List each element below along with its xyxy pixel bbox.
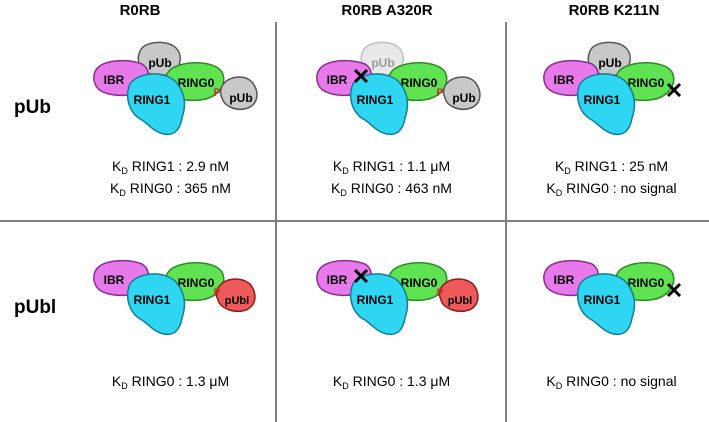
ring1-domain (349, 273, 409, 336)
grid-line-vertical-2 (505, 22, 507, 422)
ring1-domain (349, 73, 409, 136)
row-header-publ: pUbl (14, 297, 57, 318)
ibr-label: IBR (554, 273, 575, 287)
ring0-label: RING0 (628, 276, 665, 290)
ibr-label: IBR (104, 73, 125, 87)
ring1-label: RING1 (134, 293, 171, 307)
ibr-label: IBR (327, 273, 348, 287)
kd-values-publ-a320r: KD RING0 : 1.3 μM (284, 373, 499, 395)
column-header-r0rb: R0RB (119, 2, 161, 19)
kd-line: KD RING1 : 1.1 μM (332, 158, 451, 176)
diagram-pub-a320r: pUbPIBRRING0RING1pUbP (316, 41, 481, 136)
diagram-pub-r0rb: pUbPIBRRING0RING1pUbP (93, 41, 258, 136)
ring0-label: RING0 (401, 76, 438, 90)
kd-line: KD RING0 : 1.3 μM (332, 373, 451, 391)
ring1-domain (576, 273, 636, 336)
ring1-label: RING1 (357, 93, 394, 107)
ring0-label: RING0 (628, 76, 665, 90)
grid-line-horizontal (0, 220, 709, 222)
ring1-label: RING1 (584, 93, 621, 107)
column-header-a320r: R0RB A320R (341, 2, 433, 19)
diagram-pub-k211n: pUbPIBRRING0RING1 (543, 41, 682, 136)
mutation-a320r-cross-icon (353, 268, 369, 284)
pub-bound-ring1-label: pUb (148, 56, 171, 70)
kd-line: KD RING0 : 365 nM (110, 180, 231, 198)
pub-bound-ring0-label: pUb (452, 91, 475, 105)
column-header-k211n: R0RB K211N (568, 2, 660, 19)
pub-bound-ring0-label: pUb (229, 91, 252, 105)
ring1-label: RING1 (357, 293, 394, 307)
phospho-label-ring0-ligand: P (213, 287, 220, 299)
publ-bound-ring0-label: pUbl (225, 295, 249, 307)
pub-bound-ring0 (442, 76, 481, 110)
kd-values-pub-k211n: KD RING1 : 25 nM KD RING0 : no signal (504, 158, 709, 202)
ibr-label: IBR (327, 73, 348, 87)
ring1-label: RING1 (584, 293, 621, 307)
pub-bound-ring1-label: pUb (371, 56, 394, 70)
ring0-label: RING0 (178, 276, 215, 290)
ring1-domain (126, 73, 186, 136)
ring1-domain (126, 273, 186, 336)
kd-values-pub-a320r: KD RING1 : 1.1 μM KD RING0 : 463 nM (284, 158, 499, 202)
grid-line-vertical-1 (275, 22, 277, 422)
phospho-label-ring0-ligand: P (213, 87, 220, 99)
ibr-label: IBR (104, 273, 125, 287)
ibr-label: IBR (554, 73, 575, 87)
kd-values-publ-r0rb: KD RING0 : 1.3 μM (63, 373, 278, 395)
mutation-a320r-cross-icon (353, 68, 369, 84)
kd-values-publ-k211n: KD RING0 : no signal (504, 373, 709, 395)
row-header-pub: pUb (14, 97, 51, 118)
pub-bound-ring1-label: pUb (598, 56, 621, 70)
mutation-k211n-cross-icon (666, 282, 682, 298)
kd-values-pub-r0rb: KD RING1 : 2.9 nM KD RING0 : 365 nM (63, 158, 278, 202)
ring0-label: RING0 (401, 276, 438, 290)
publ-bound-ring0 (438, 278, 479, 312)
ring1-domain (576, 73, 636, 136)
kd-line: KD RING1 : 25 nM (554, 158, 669, 176)
mutation-k211n-cross-icon (666, 82, 682, 98)
phospho-label-ring0-ligand: P (436, 87, 443, 99)
publ-bound-ring0-label: pUbl (448, 295, 472, 307)
ring0-label: RING0 (178, 76, 215, 90)
pub-bound-ring0 (219, 76, 258, 110)
kd-line: KD RING0 : 463 nM (331, 180, 452, 198)
kd-line: KD RING0 : 1.3 μM (111, 373, 230, 391)
kd-line: KD RING0 : no signal (546, 180, 677, 198)
phospho-label-ring0-ligand: P (436, 287, 443, 299)
publ-bound-ring0 (215, 278, 256, 312)
ring1-label: RING1 (134, 93, 171, 107)
kd-line: KD RING1 : 2.9 nM (112, 158, 229, 176)
kd-line: KD RING0 : no signal (546, 373, 677, 391)
